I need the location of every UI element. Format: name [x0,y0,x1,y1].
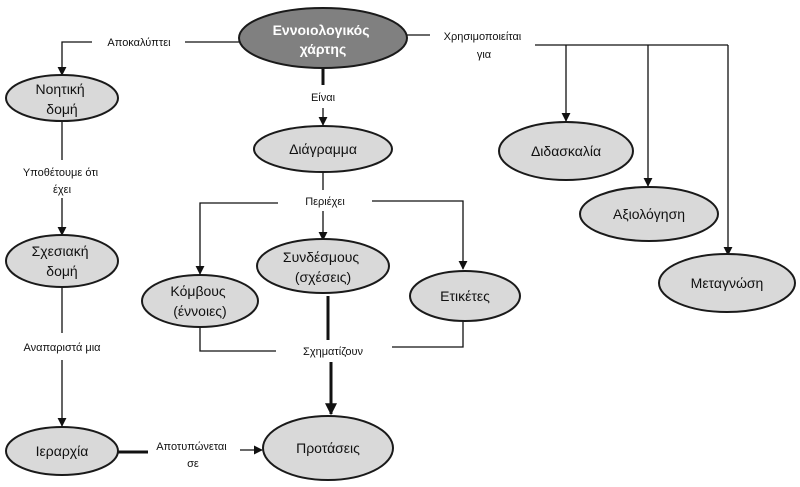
node-protaseis: Προτάσεις [262,415,394,481]
link-label-sxematizoun: Σχηματίζουν [303,346,363,358]
node-label: Κόμβους (έννοιες) [170,283,229,319]
node-komvous: Κόμβους (έννοιες) [141,274,259,328]
edge-periexei-to-etiketes [372,200,468,270]
connector-lines [57,34,733,455]
node-label: Σχεσιακή δομή [32,243,93,279]
node-label: Αξιολόγηση [613,206,685,222]
node-metagnosi: Μεταγνώση [658,253,796,313]
link-label-apokalyptei: Αποκαλύπτει [107,37,171,49]
link-label-ypothetoume: Υποθέτουμε ότι έχει [23,167,101,196]
node-label: Ιεραρχία [36,443,89,459]
edge-etiketes-to-sxematizoun [392,318,464,348]
edge-periexei-to-komvous [195,202,278,275]
linking-phrases: Αποκαλύπτει Χρησιμοποιείται για Είναι Υπ… [23,31,525,470]
node-label: Ετικέτες [440,288,490,304]
edge-apokalyptei-to-noetiki [57,41,92,76]
link-label-xrisimopoieitai: Χρησιμοποιείται για [444,31,525,61]
node-diagramma: Διάγραμμα [253,125,393,173]
node-didaskalia: Διδασκαλία [498,121,634,181]
node-label: Προτάσεις [296,440,360,456]
node-label: Διάγραμμα [289,141,357,157]
node-label: Μεταγνώση [691,275,764,291]
node-label: Εννοιολογικός χάρτης [273,22,374,57]
node-etiketes: Ετικέτες [409,270,521,322]
node-noetiki-domi: Νοητική δομή [5,74,119,122]
node-axiologisi: Αξιολόγηση [579,186,719,242]
link-label-einai: Είναι [311,92,336,104]
link-label-apotyponetai: Αποτυπώνεται σε [156,441,230,470]
node-label: Νοητική δομή [36,81,89,117]
node-label: Συνδέσμους (σχέσεις) [283,249,363,285]
link-label-anaparista: Αναπαριστά μια [23,342,101,354]
edge-komvous-to-sxematizoun [199,326,276,352]
node-root-concept-map: Εννοιολογικός χάρτης [238,7,408,69]
node-ierarxia: Ιεραρχία [5,426,119,476]
link-label-periexei: Περιέχει [305,196,345,208]
node-label: Διδασκαλία [531,143,601,159]
node-syndesmous: Συνδέσμους (σχέσεις) [256,238,390,294]
node-sxesiaki-domi: Σχεσιακή δομή [5,234,119,288]
